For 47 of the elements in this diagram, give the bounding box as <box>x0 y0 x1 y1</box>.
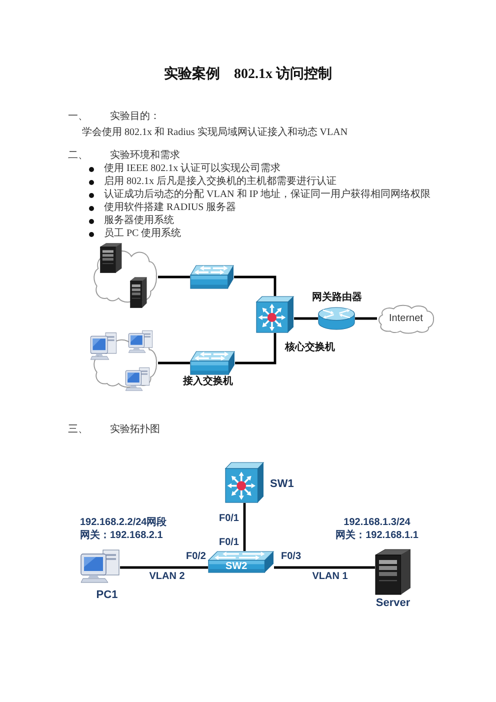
device-label: 接入交换机 <box>183 376 233 388</box>
section-number: 三、 <box>68 424 88 436</box>
connection-line <box>158 276 190 278</box>
bullet-text: 服务器使用系统 <box>104 215 174 227</box>
cloud-with-computers <box>88 330 158 392</box>
section-heading: 实验拓扑图 <box>110 424 160 436</box>
device-label: SW1 <box>270 478 294 491</box>
port-label: F0/2 <box>186 551 206 563</box>
address-label: 192.168.1.3/24 <box>344 517 410 529</box>
connection-line <box>355 317 377 320</box>
device-label: PC1 <box>96 589 118 602</box>
internet-cloud: Internet <box>377 303 435 335</box>
section-heading: 实验目的： <box>110 111 160 123</box>
device-label: 核心交换机 <box>285 342 335 354</box>
connection-line <box>243 503 246 551</box>
switch-icon <box>190 351 235 375</box>
computer-icon <box>80 549 120 583</box>
device-label: 网关路由器 <box>312 292 362 304</box>
address-label: 网关：192.168.1.1 <box>336 530 418 542</box>
cloud-with-servers <box>92 243 158 309</box>
bullet-text: 启用 802.1x 后凡是接入交换机的主机都需要进行认证 <box>104 176 336 188</box>
connection-line <box>234 276 276 296</box>
router-icon <box>318 307 355 330</box>
port-label: F0/1 <box>218 513 239 525</box>
bullet-text: 使用 IEEE 802.1x 认证可以实现公司需求 <box>104 163 281 175</box>
connection-line <box>294 317 318 320</box>
bullet-text: 使用软件搭建 RADIUS 服务器 <box>104 202 236 214</box>
multilayer-switch-icon <box>256 296 294 333</box>
document-title: 实验案例 802.1x 访问控制 <box>164 66 332 84</box>
port-label: F0/3 <box>281 551 302 563</box>
switch-icon <box>190 265 234 289</box>
device-label: Server <box>376 597 410 610</box>
bullet-text: 认证成功后动态的分配 VLAN 和 IP 地址，保证同一用户获得相同网络权限 <box>104 189 430 201</box>
multilayer-switch-icon <box>225 462 264 503</box>
address-label: 网关：192.168.2.1 <box>80 530 163 542</box>
bullet-text: 员工 PC 使用系统 <box>104 228 182 240</box>
connection-line <box>120 566 208 569</box>
port-label: F0/1 <box>218 537 239 549</box>
body-text: 学会使用 802.1x 和 Radius 实现局域网认证接入和动态 VLAN <box>82 127 348 139</box>
connection-line <box>235 333 276 364</box>
server-tower-icon <box>375 549 411 595</box>
address-label: 192.168.2.2/24网段 <box>80 517 167 529</box>
section-number: 二、 <box>68 150 88 162</box>
section-heading: 实验环境和需求 <box>110 150 180 162</box>
section-number: 一、 <box>68 111 88 123</box>
connection-line <box>158 362 190 364</box>
connection-line <box>274 566 375 569</box>
